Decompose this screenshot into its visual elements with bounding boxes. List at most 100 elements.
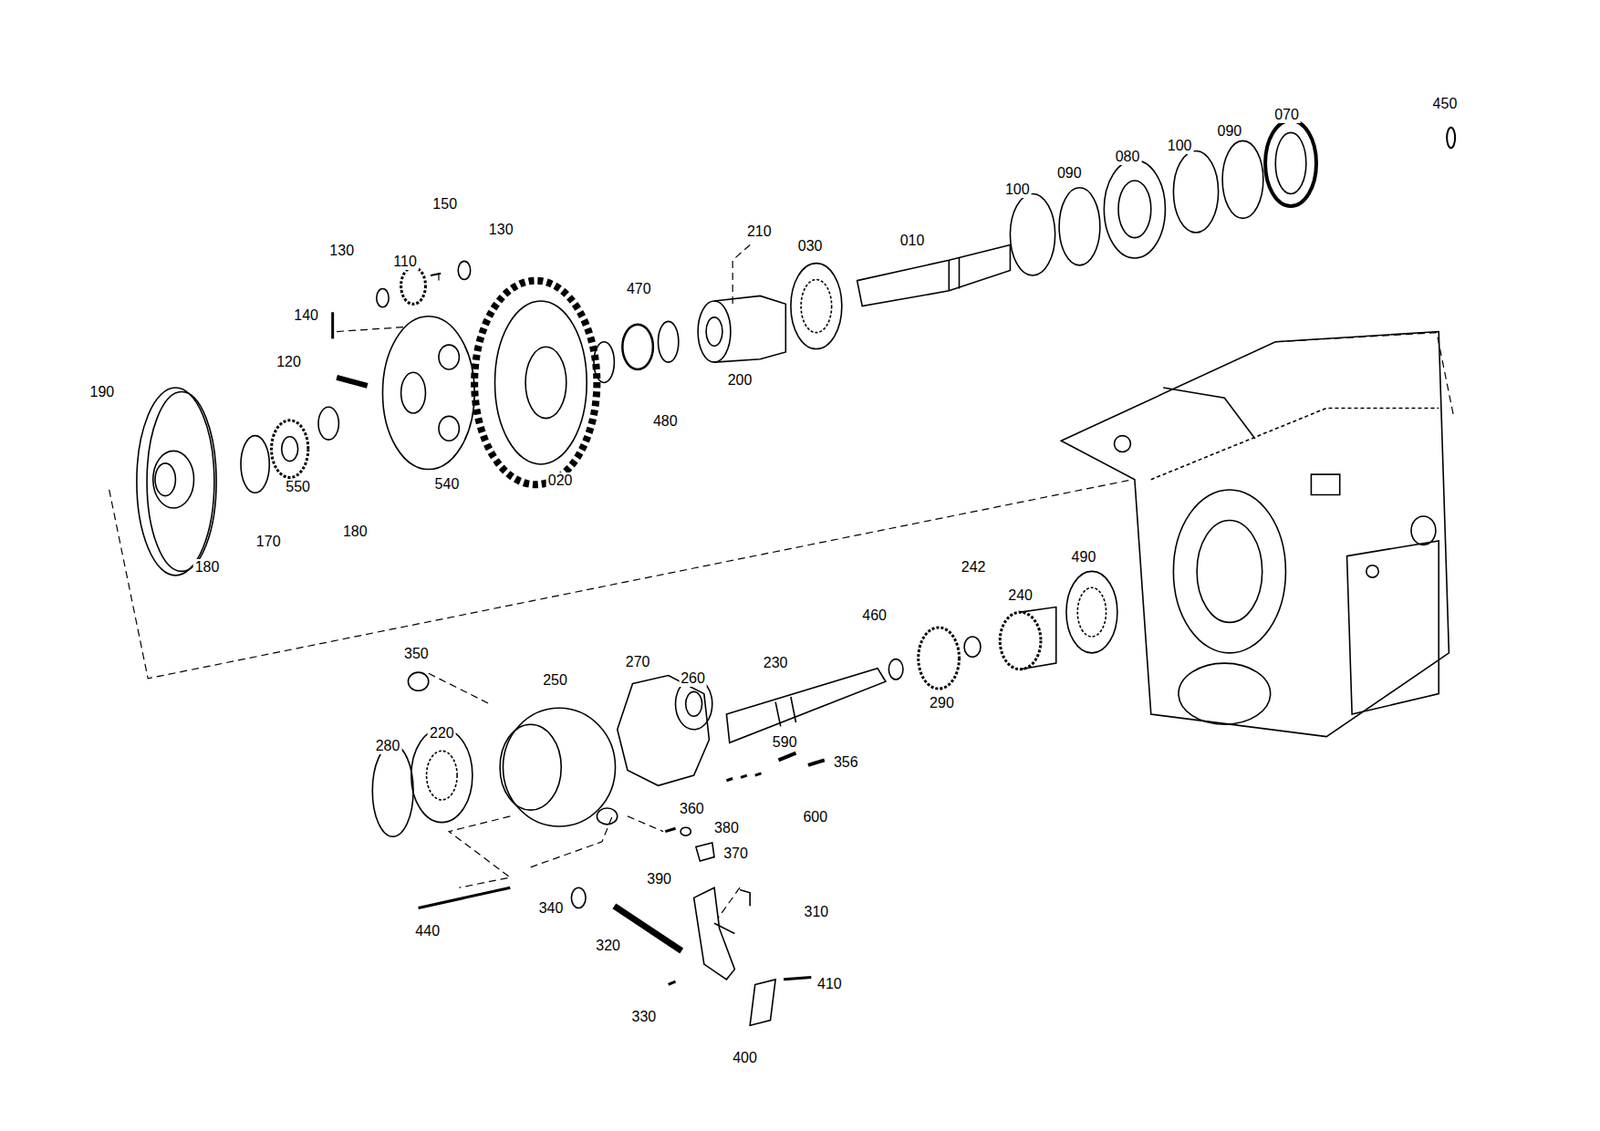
callout-number: 260	[678, 670, 707, 687]
input-shaft-parts	[502, 707, 615, 827]
callout-number: 350	[402, 645, 431, 663]
planet-carrier-cover	[376, 289, 389, 308]
input-shaft-parts	[499, 724, 562, 811]
shift-mechanism	[808, 759, 825, 766]
planet-carrier-cover	[318, 406, 339, 440]
input-shaft-parts	[617, 675, 710, 787]
callout-number: 470	[624, 280, 654, 298]
input-shaft-parts	[407, 672, 428, 691]
input-shaft-parts	[775, 696, 796, 727]
output-shaft-parts	[1265, 120, 1317, 207]
callout-number: 242	[959, 559, 988, 576]
callout-number: 120	[274, 353, 303, 371]
shift-mechanism	[783, 977, 811, 980]
planet-carrier-cover	[401, 267, 426, 304]
output-shaft-parts	[800, 279, 832, 333]
assembly-dashed-line	[448, 816, 510, 888]
callout-number: 330	[629, 1008, 658, 1026]
callout-number: 460	[860, 607, 889, 624]
callout-number: 590	[770, 734, 800, 751]
callout-number: 480	[651, 413, 680, 430]
callout-number: 550	[283, 478, 312, 496]
callout-number: 200	[726, 372, 755, 389]
assembly-dashed-line	[428, 673, 490, 705]
callout-number: 270	[623, 654, 653, 671]
input-shaft-parts	[1066, 571, 1118, 653]
gearbox-housing	[1411, 516, 1436, 545]
input-shaft-parts	[372, 745, 414, 838]
output-shaft-parts	[622, 324, 654, 370]
planet-carrier-cover	[457, 260, 470, 280]
input-shaft-parts	[426, 750, 458, 800]
assembly-dashed-line	[1275, 332, 1455, 419]
input-shaft-parts	[1077, 587, 1106, 637]
shift-mechanism	[726, 773, 761, 781]
callout-number: 540	[433, 476, 462, 493]
callout-number: 340	[537, 900, 566, 917]
output-shaft-parts	[706, 317, 723, 346]
shift-mechanism	[418, 887, 511, 908]
callout-number: 010	[898, 232, 927, 250]
shift-mechanism	[613, 905, 682, 951]
callout-number: 110	[391, 253, 419, 271]
shift-mechanism	[778, 753, 796, 761]
callout-number: 090	[1215, 123, 1245, 140]
shift-mechanism	[680, 827, 691, 836]
planet-carrier-cover	[146, 392, 217, 572]
callout-number: 100	[1165, 137, 1195, 155]
output-shaft-parts	[1275, 132, 1307, 194]
callout-number: 400	[730, 1049, 759, 1067]
input-shaft-parts	[685, 691, 703, 717]
callout-number: 390	[644, 871, 674, 888]
assembly-dashed-line	[437, 270, 439, 281]
exploded-illustration	[109, 120, 1455, 1026]
assembly-dashed-line	[109, 479, 1133, 679]
planet-carrier-cover	[331, 311, 334, 339]
callout-number: 030	[796, 238, 825, 255]
callout-number: 170	[254, 533, 283, 551]
planet-carrier-cover	[136, 387, 215, 576]
planet-carrier-cover	[155, 463, 176, 497]
shift-mechanism	[714, 889, 750, 934]
callout-number: 310	[802, 903, 832, 921]
input-shaft-parts	[372, 571, 1118, 837]
output-shaft-parts	[1173, 151, 1218, 233]
output-shaft-parts	[1118, 180, 1152, 239]
callout-number: 100	[1003, 181, 1032, 198]
callout-number: 080	[1113, 148, 1143, 166]
callout-number: 150	[430, 196, 459, 213]
shift-mechanism	[696, 842, 715, 862]
shift-mechanism	[668, 981, 676, 985]
input-shaft-parts	[1020, 607, 1057, 670]
gearbox-housing	[1366, 565, 1379, 578]
shift-mechanism	[664, 828, 676, 832]
input-shaft-parts	[918, 627, 960, 689]
gearbox-housing	[1196, 519, 1263, 623]
planet-carrier-cover	[336, 377, 368, 386]
callout-number: 440	[413, 923, 442, 940]
gearbox-housing	[1163, 387, 1256, 439]
gearbox-housing	[1310, 474, 1340, 495]
input-shaft-parts	[596, 808, 617, 825]
output-shaft-parts	[1222, 140, 1264, 219]
callout-number: 140	[291, 307, 321, 324]
callout-number: 360	[677, 800, 707, 818]
callout-number: 230	[761, 654, 790, 672]
callout-number: 290	[927, 695, 956, 712]
planet-carrier-cover	[281, 436, 299, 462]
shift-mechanism	[418, 753, 825, 1027]
gearbox-housing	[1060, 332, 1449, 738]
output-shaft-parts	[790, 263, 842, 350]
shift-mechanism	[694, 887, 736, 980]
callout-number: 600	[800, 809, 830, 826]
output-shaft-parts	[657, 321, 678, 363]
output-shaft-parts	[1446, 127, 1455, 148]
input-shaft-parts	[999, 612, 1041, 670]
gearbox-housing	[1347, 540, 1440, 715]
output-shaft-parts	[948, 258, 959, 291]
callout-number: 250	[540, 672, 570, 689]
shift-mechanism	[749, 979, 776, 1026]
planet-carrier-cover	[495, 301, 588, 465]
gearbox-housing	[1114, 436, 1132, 453]
